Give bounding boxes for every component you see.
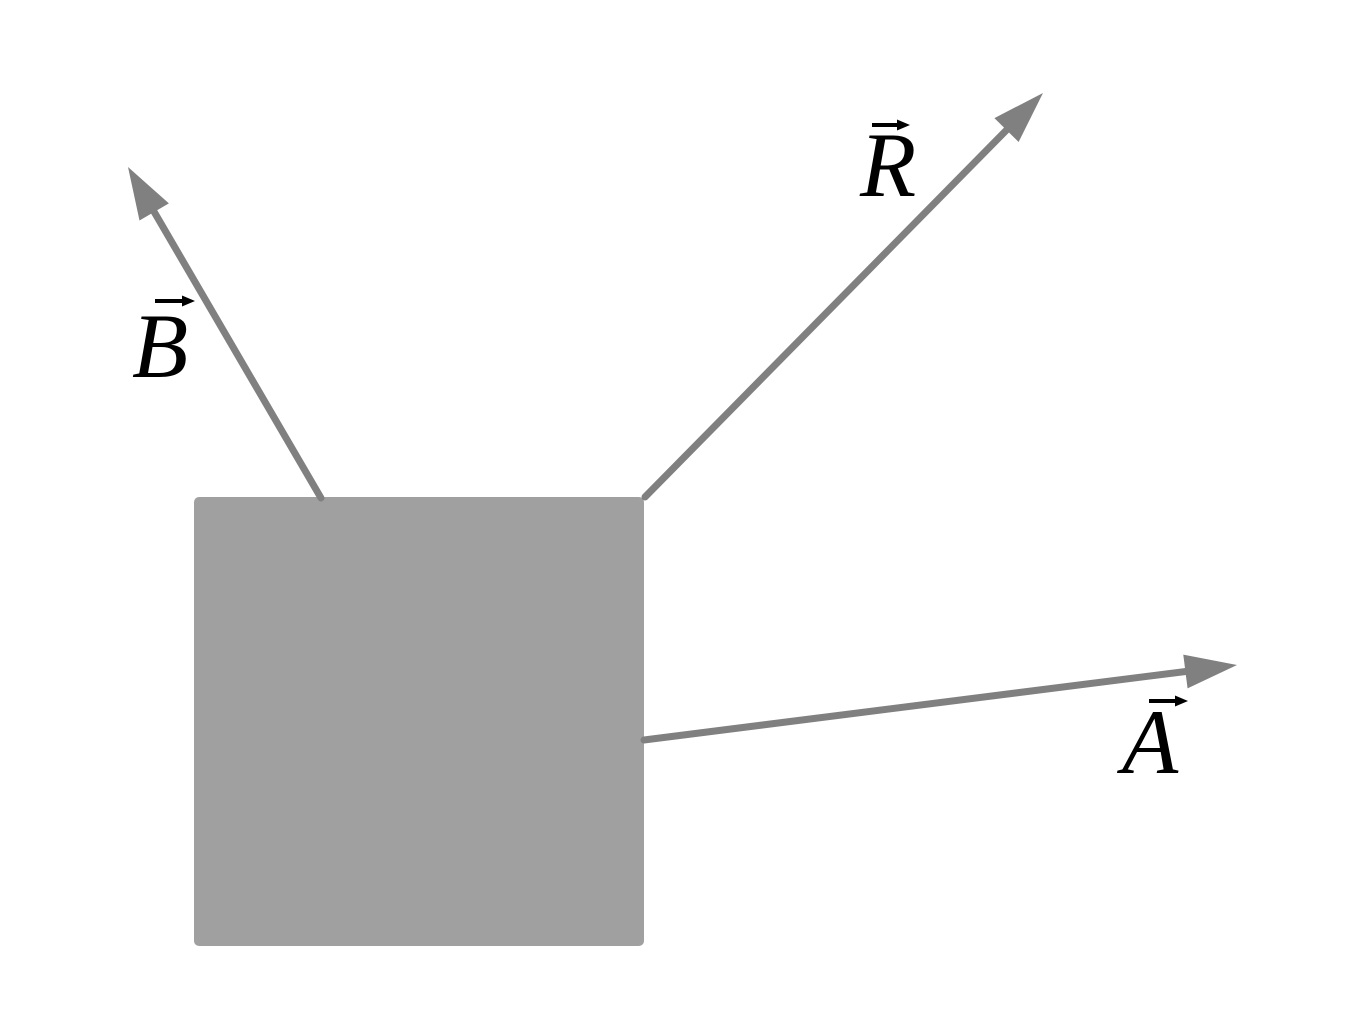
- label-A-letter: A: [1116, 691, 1179, 793]
- label-B-letter: B: [132, 295, 188, 397]
- vector-B-shaft: [145, 199, 325, 502]
- label-vector-B: B: [132, 295, 195, 397]
- vector-R-shaft: [641, 119, 1018, 501]
- vector-B-arrow: [128, 167, 325, 502]
- vector-A-arrow: [640, 654, 1237, 744]
- label-R-overline-arrowhead-icon: [897, 119, 910, 131]
- label-vector-A: A: [1116, 691, 1188, 793]
- label-B-overline-arrowhead-icon: [182, 295, 195, 307]
- vector-A-arrowhead-icon: [1183, 654, 1237, 689]
- vector-A-shaft: [640, 666, 1200, 744]
- label-vector-R: R: [859, 114, 916, 216]
- label-A-overline-arrowhead-icon: [1175, 695, 1188, 707]
- vector-R-arrow: [641, 93, 1043, 501]
- gray-block: [194, 497, 644, 946]
- label-R-letter: R: [859, 114, 916, 216]
- vector-R-arrowhead-icon: [994, 93, 1043, 142]
- vector-B-arrowhead-icon: [128, 167, 169, 221]
